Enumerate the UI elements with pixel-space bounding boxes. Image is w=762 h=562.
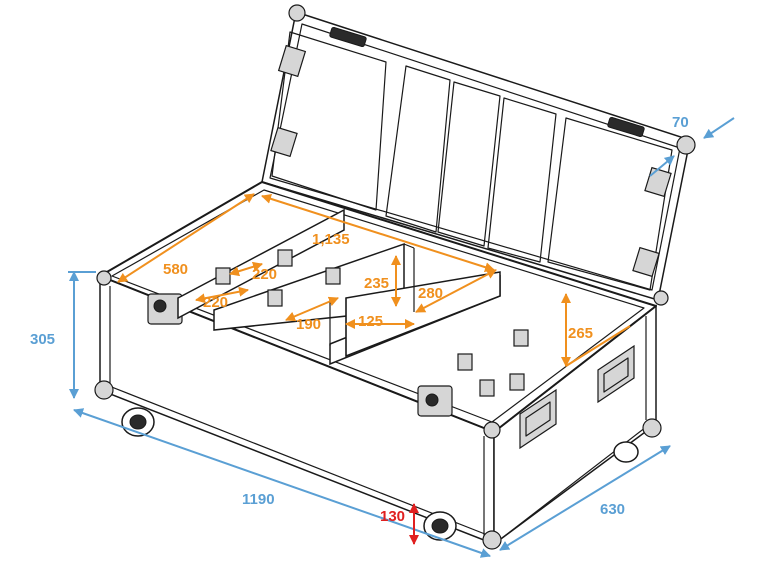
lid-depth-line-b (649, 155, 675, 177)
inner-length-label: 1,135 (312, 231, 350, 248)
inner-height-ext (565, 325, 631, 367)
compartment-d-width-label: 280 (418, 285, 443, 302)
compartment-a-width-line (229, 261, 263, 277)
outer-height-label: 305 (30, 331, 55, 348)
divider-height-label: 235 (364, 275, 389, 292)
lid-depth-label: 70 (672, 114, 689, 131)
outer-length-line (73, 408, 491, 558)
compartment-b-width-line (285, 296, 339, 322)
side-handle-upper (597, 344, 635, 404)
wheel-height-label: 130 (380, 508, 405, 525)
lid-depth-line-a (703, 117, 735, 139)
caster-wheel-front-right (423, 511, 457, 541)
compartment-a-width-label: 220 (252, 266, 277, 283)
compartment-c-width-label: 125 (358, 313, 383, 330)
inner-width-line (117, 193, 255, 283)
inner-height-label: 265 (568, 325, 593, 342)
inner-width-label: 580 (163, 261, 188, 278)
inner-length-line (261, 193, 495, 273)
case-lid (261, 4, 696, 306)
caster-wheel-back-right (613, 441, 639, 463)
side-handle-lower (519, 388, 557, 450)
compartment-b-width-label: 190 (296, 316, 321, 333)
compartment-d-width-line (415, 269, 497, 313)
outer-width-line (499, 445, 671, 551)
compartment-a-depth-line (195, 286, 249, 304)
front-latch-right (417, 385, 453, 417)
compartment-a-depth-label: 220 (203, 294, 228, 311)
front-latch-left (147, 293, 183, 325)
outer-length-label: 1190 (242, 491, 275, 508)
outer-width-label: 630 (600, 501, 625, 518)
